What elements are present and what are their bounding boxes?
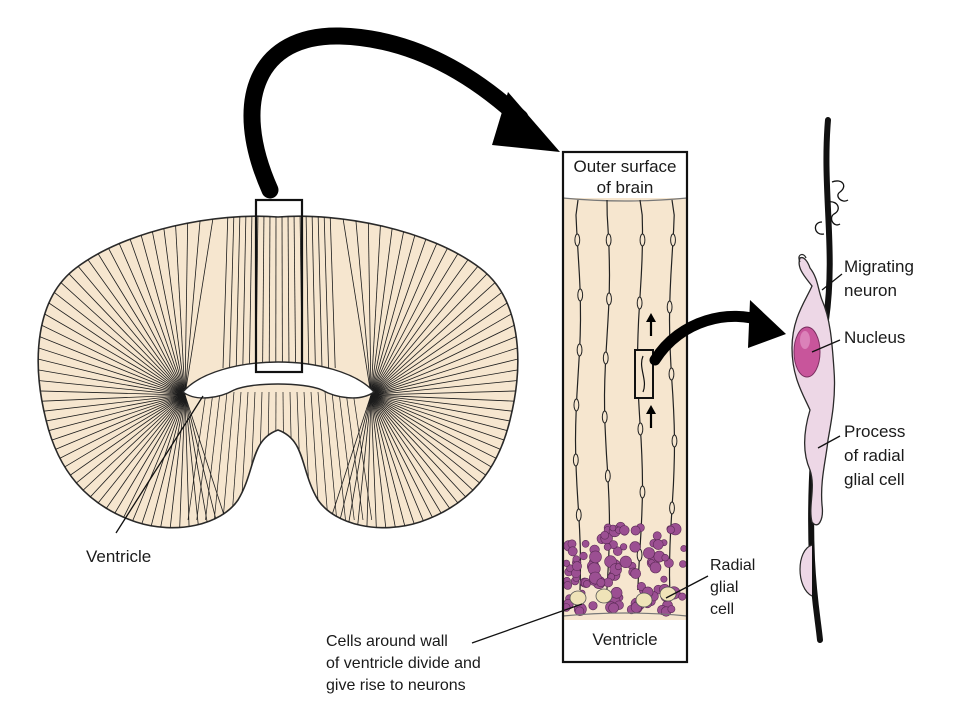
process-label-line3: glial cell [844,470,904,489]
up-arrow-icon [646,405,656,428]
migrating-label-line1: Migrating [844,257,914,276]
ventricle-pointer-line [115,395,204,534]
neuron-inset-box [634,349,654,399]
ventricle-label-column: Ventricle [592,630,657,649]
selection-box [254,198,304,374]
nucleus-label: Nucleus [844,328,905,347]
migrating-pointer-line [821,273,843,291]
migrating-neuron-detail [791,117,849,643]
curved-arrow-icon [649,300,786,366]
outer-surface-label-line1: Outer surface [574,157,677,176]
cortex-column: Outer surface of brain Ventricle [561,150,689,664]
migrating-neuron-body [791,256,836,526]
radial-glial-pointer-line [665,575,709,599]
radial-glial-label-line1: Radial [710,557,755,574]
dividing-cells-cluster [561,521,688,617]
ventricle-cavity [181,361,376,399]
process-pointer-line [817,435,841,449]
outer-surface-label-line2: of brain [597,178,654,197]
process-label-line2: of radial [844,446,904,465]
migrating-label-line2: neuron [844,281,897,300]
radial-glial-label-line3: cell [710,601,734,618]
nucleus-pointer-line [811,339,841,353]
cells-label-line2: of ventricle divide and [326,655,481,672]
brain-cross-section [37,198,519,529]
curved-arrow-icon [243,27,560,199]
cells-label-line1: Cells around wall [326,633,448,650]
radial-fibers [38,216,518,528]
process-label-line1: Process [844,422,905,441]
ventricle-label-left: Ventricle [86,547,151,566]
cells-label-line3: give rise to neurons [326,677,466,694]
up-arrow-icon [646,313,656,336]
radial-glial-label-line2: glial [710,579,738,596]
cells-pointer-line [471,603,583,644]
column-frame [561,150,689,664]
